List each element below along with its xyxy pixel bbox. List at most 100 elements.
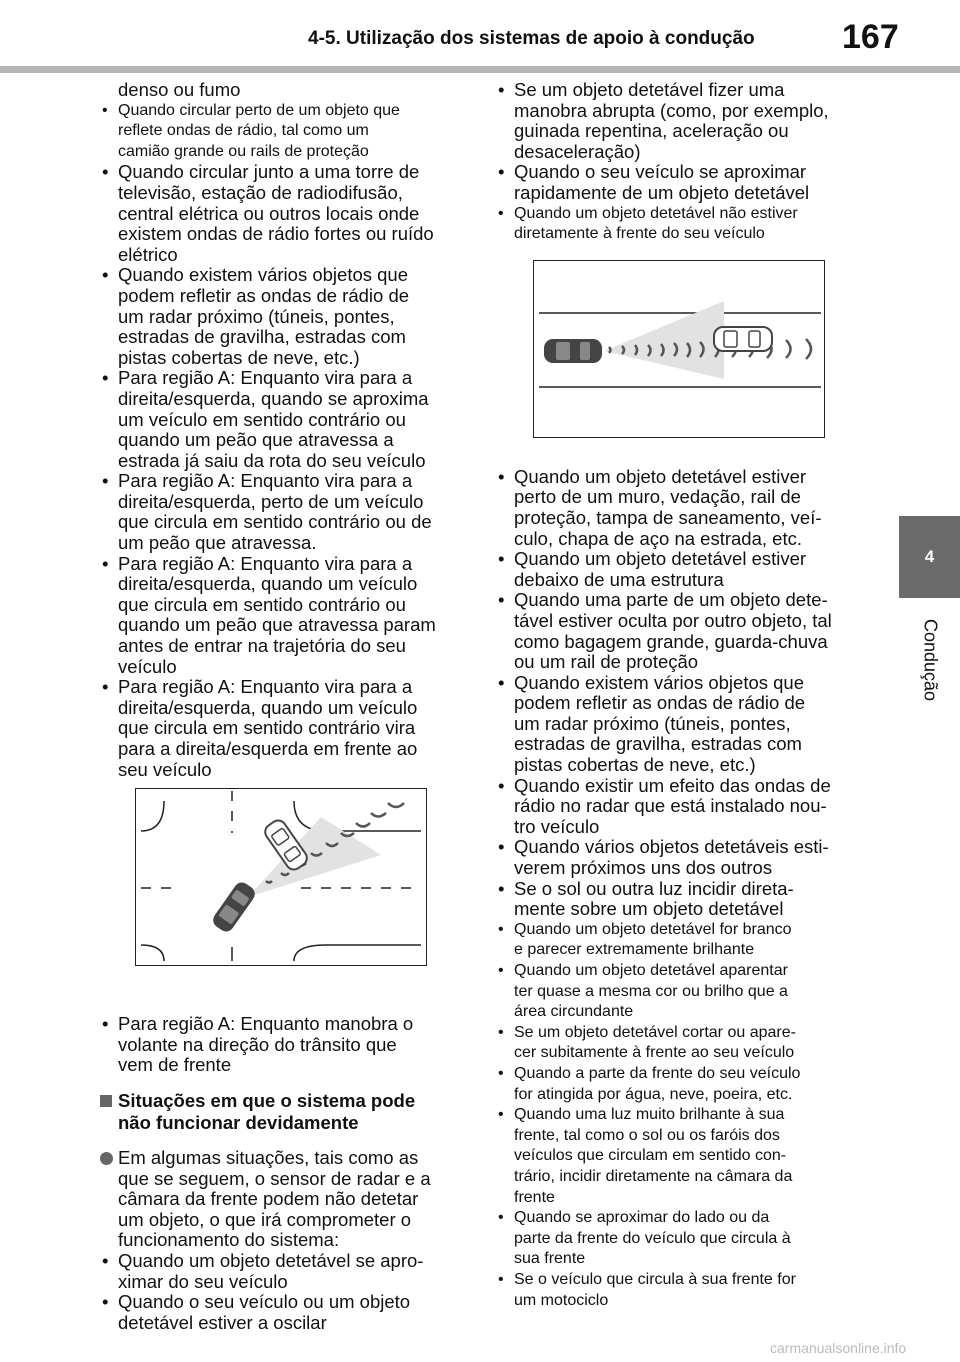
left-text-block: denso ou fumo•Quando circular perto de u… <box>100 79 470 781</box>
text-line: cer subitamente à frente ao seu veículo <box>496 1043 871 1064</box>
text-line-content: desaceleração) <box>514 140 641 162</box>
text-line: quando um peão que atravessa a <box>100 429 470 451</box>
text-line-content: detetável estiver a oscilar <box>118 1311 327 1333</box>
text-line-content: direita/esquerda, quando um veículo <box>118 696 418 718</box>
heading-line: não funcionar devidamente <box>118 1111 359 1133</box>
text-line-content: um radar próximo (túneis, pontes, <box>514 712 791 734</box>
text-line-content: Quando existir um efeito das ondas de <box>514 774 831 796</box>
text-line-content: quando um peão que atravessa a <box>118 429 394 451</box>
text-line-content: Para região A: Enquanto manobra o <box>118 1013 414 1035</box>
text-line-content: pistas cobertas de neve, etc.) <box>514 754 756 776</box>
text-line: debaixo de uma estrutura <box>496 568 871 591</box>
text-line-content: volante na direção do trânsito que <box>118 1033 397 1055</box>
text-line: rapidamente de um objeto detetável <box>496 182 871 204</box>
text-line: •Quando uma luz muito brilhante à sua <box>496 1105 871 1126</box>
text-line-content: veículo <box>118 655 177 677</box>
text-line: •Quando existir um efeito das ondas de <box>496 774 871 797</box>
bullet-icon: • <box>498 671 505 693</box>
header-rule <box>0 66 960 73</box>
text-line: direita/esquerda, quando se aproxima <box>100 387 470 410</box>
intersection-illustration <box>140 791 421 962</box>
text-line: tro veículo <box>496 815 871 838</box>
text-line: frente, tal como o sol ou os faróis dos <box>496 1126 871 1147</box>
text-line: •Quando um objeto detetável for branco <box>496 920 871 941</box>
bullet-icon: • <box>498 877 505 899</box>
text-line-content: tro veículo <box>514 815 600 837</box>
circle-item-line: funcionamento do sistema: <box>118 1229 340 1251</box>
text-line-content: Se o veículo que circula à sua frente fo… <box>514 1270 796 1288</box>
bullet-icon: • <box>102 676 109 698</box>
text-line: frente <box>496 1188 871 1209</box>
bullet-icon: • <box>102 367 109 389</box>
text-line: um peão que atravessa. <box>100 532 470 554</box>
bullet-icon: • <box>102 1249 109 1271</box>
text-line-content: Quando uma parte de um objeto dete- <box>514 589 828 611</box>
text-line-content: for atingida por água, neve, poeira, etc… <box>514 1085 793 1103</box>
text-line: mente sobre um objeto detetável <box>496 898 871 920</box>
bullet-icon: • <box>498 920 504 938</box>
left-text-bottom: •Quando um objeto detetável se apro-xima… <box>100 1249 470 1333</box>
text-line: sua frente <box>496 1249 871 1270</box>
text-line: parte da frente do veículo que circula à <box>496 1229 871 1250</box>
bullet-icon: • <box>498 1023 504 1041</box>
text-line-content: Para região A: Enquanto vira para a <box>118 552 413 574</box>
square-bullet-icon <box>100 1094 112 1107</box>
text-line: •Quando o seu veículo ou um objeto <box>100 1291 470 1313</box>
text-line: existem ondas de rádio fortes ou ruído <box>100 223 470 245</box>
text-line: verem próximos uns dos outros <box>496 857 871 879</box>
text-line: estrada já saiu da rota do seu veículo <box>100 450 470 472</box>
text-line-content: pistas cobertas de neve, etc.) <box>118 346 360 368</box>
text-line-content: sua frente <box>514 1250 586 1268</box>
text-line-content: parte da frente do veículo que circula à <box>514 1229 791 1247</box>
text-line-content: existem ondas de rádio fortes ou ruído <box>118 223 434 245</box>
text-line: ximar do seu veículo <box>100 1271 470 1293</box>
text-line-content: área circundante <box>514 1003 634 1021</box>
text-line-content: elétrico <box>118 243 178 265</box>
text-line-content: e parecer extremamente brilhante <box>514 941 755 959</box>
text-line-content: antes de entrar na trajetória do seu <box>118 635 406 657</box>
text-line-content: Quando existem vários objetos que <box>118 264 409 286</box>
text-line: •Quando vários objetos detetáveis esti- <box>496 837 871 858</box>
text-line: denso ou fumo <box>100 79 470 101</box>
text-line-content: direita/esquerda, quando se aproxima <box>118 387 429 409</box>
text-line-content: reflete ondas de rádio, tal como um <box>118 122 369 140</box>
bullet-icon: • <box>498 1064 504 1082</box>
offset-vehicle-illustration <box>539 301 821 388</box>
text-line: e parecer extremamente brilhante <box>496 940 871 961</box>
text-line: diretamente à frente do seu veículo <box>496 224 871 245</box>
text-line-content: mente sobre um objeto detetável <box>514 898 784 920</box>
text-line-content: culo, chapa de aço na estrada, etc. <box>514 527 802 549</box>
text-line: seu veículo <box>100 758 470 781</box>
text-line-content: ou um rail de proteção <box>514 651 699 673</box>
text-line: •Para região A: Enquanto vira para a <box>100 368 470 389</box>
circle-item: Em algumas situações, tais como as que s… <box>100 1147 470 1251</box>
text-line: • Se um objeto detetável cortar ou apare- <box>496 1023 871 1044</box>
text-line-content: seu veículo <box>118 758 212 780</box>
text-line-content: vem de frente <box>118 1054 232 1076</box>
text-line-content: direita/esquerda, quando um veículo <box>118 573 418 595</box>
header-title: 4-5. Utilização dos sistemas de apoio à … <box>308 28 755 49</box>
text-line: perto de um muro, vedação, rail de <box>496 487 871 508</box>
circle-item-line: um objeto, o que irá comprometer o <box>118 1208 412 1230</box>
text-line: um veículo em sentido contrário ou <box>100 408 470 431</box>
text-line-content: quando um peão que atravessa param <box>118 614 436 636</box>
text-line-content: Se um objeto detetável cortar ou apare- <box>514 1023 796 1041</box>
text-line-content: um veículo em sentido contrário ou <box>118 408 406 430</box>
text-line-content: Se um objeto detetável fizer uma <box>514 79 785 100</box>
text-line-content: debaixo de uma estrutura <box>514 568 724 590</box>
text-line: um radar próximo (túneis, pontes, <box>100 306 470 328</box>
section-heading: Situações em que o sistema pode não func… <box>100 1090 470 1134</box>
left-column: denso ou fumo•Quando circular perto de u… <box>100 79 470 1333</box>
text-line: antes de entrar na trajetória do seu <box>100 635 470 657</box>
watermark: carmanualsonline.info <box>770 1340 907 1356</box>
text-line: • Se o veículo que circula à sua frente f… <box>496 1270 871 1291</box>
text-line-content: verem próximos uns dos outros <box>514 857 773 879</box>
bullet-icon: • <box>498 1270 504 1288</box>
text-line-content: diretamente à frente do seu veículo <box>514 225 765 243</box>
bullet-icon: • <box>498 1106 504 1124</box>
bullet-icon: • <box>498 548 505 570</box>
text-line: •Quando existem vários objetos que <box>496 671 871 694</box>
text-line-content: estradas de gravilha, estradas com <box>514 733 802 755</box>
